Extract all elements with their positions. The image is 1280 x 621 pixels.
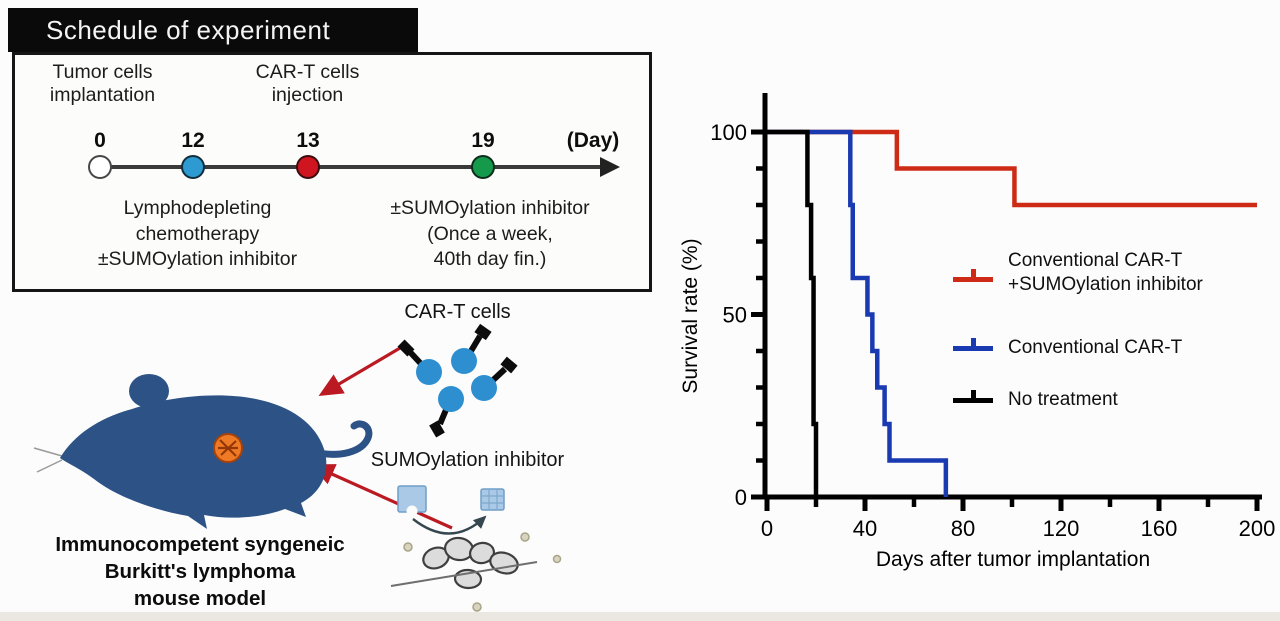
small-molecule-dots bbox=[403, 532, 562, 612]
y-axis-title: Survival rate (%) bbox=[679, 238, 702, 393]
enzyme-cluster-icon bbox=[422, 536, 519, 590]
chemo-note-line2: chemotherapy bbox=[135, 222, 260, 245]
legend-cart-sumo-line1: Conventional CAR-T bbox=[1008, 250, 1183, 271]
sumo-molecule-notch bbox=[406, 505, 418, 517]
timeline-dot-day19 bbox=[471, 155, 495, 179]
mouse-ear bbox=[129, 374, 169, 408]
whisker bbox=[33, 447, 63, 457]
timeline-dot-day0 bbox=[88, 155, 112, 179]
cart-injection-line1: CAR-T cells bbox=[255, 61, 360, 83]
cart-injection-label: CAR-T cells injection bbox=[225, 61, 390, 107]
cart-injection-line2: injection bbox=[271, 84, 344, 106]
timeline-day-0-label: 0 bbox=[94, 129, 106, 152]
legend-cart-sumo-line2: +SUMOylation inhibitor bbox=[1008, 274, 1203, 295]
arrow-cart-to-mouse-icon bbox=[318, 346, 401, 397]
legend-marker-nub bbox=[971, 269, 976, 278]
frame-artifact-strip bbox=[0, 612, 1280, 621]
sumo-note-line2: (Once a week, bbox=[427, 222, 553, 245]
tumor-implantation-label: Tumor cells implantation bbox=[20, 61, 185, 107]
sumo-conjugate-grid bbox=[481, 489, 504, 510]
chemo-note-line1: Lymphodepleting bbox=[123, 197, 272, 219]
membrane-line bbox=[390, 561, 538, 587]
x-axis-title: Days after tumor implantation bbox=[876, 548, 1150, 571]
legend-marker-nub bbox=[971, 390, 976, 399]
mouse-tail bbox=[310, 420, 373, 458]
sumo-conjugate-icon bbox=[480, 488, 505, 511]
cart-cell bbox=[438, 386, 464, 412]
x-tick-label: 40 bbox=[853, 516, 877, 541]
sumo-note-line1: ±SUMOylation inhibitor bbox=[390, 197, 590, 219]
y-tick-label: 50 bbox=[723, 303, 747, 328]
y-tick-label: 0 bbox=[735, 485, 747, 510]
schedule-panel bbox=[12, 52, 652, 292]
tumor-implantation-line2: implantation bbox=[49, 84, 156, 106]
x-tick-label: 80 bbox=[951, 516, 975, 541]
reaction-arrow-icon bbox=[412, 515, 487, 535]
tumor-segmentation bbox=[218, 439, 238, 457]
sumo-mechanism-icon bbox=[390, 485, 562, 612]
timeline-axis bbox=[100, 165, 605, 169]
mouse-model-caption: Immunocompetent syngeneic Burkitt's lymp… bbox=[15, 531, 385, 612]
timeline-arrowhead-icon bbox=[600, 157, 620, 177]
legend-marker-red bbox=[953, 277, 993, 282]
legend-marker-blue bbox=[953, 346, 993, 351]
timeline-day-axis-label: (Day) bbox=[566, 129, 620, 152]
timeline-dot-day12 bbox=[181, 155, 205, 179]
legend-marker-black bbox=[953, 398, 993, 403]
cart-cell bbox=[416, 359, 442, 385]
cart-cells-icon bbox=[397, 323, 518, 438]
survival-curve-1 bbox=[767, 129, 949, 497]
timeline-dot-day13 bbox=[296, 155, 320, 179]
survival-curve-0 bbox=[767, 129, 1257, 208]
chemo-note-line3: ±SUMOylation inhibitor bbox=[97, 248, 298, 270]
chemo-note: Lymphodepleting chemotherapy ±SUMOylatio… bbox=[70, 196, 325, 273]
legend-entry-cart: Conventional CAR-T bbox=[1008, 337, 1183, 358]
y-tick-label: 100 bbox=[710, 120, 747, 145]
sumo-note-line3: 40th day fin.) bbox=[433, 248, 547, 270]
arrow-inhibitor-to-mouse-icon bbox=[310, 464, 453, 530]
mouse-model-illustration bbox=[33, 323, 562, 612]
cart-cell bbox=[471, 375, 497, 401]
caption-line3: mouse model bbox=[133, 587, 267, 610]
cart-cells-label: CAR-T cells bbox=[404, 301, 511, 323]
x-tick-label: 160 bbox=[1141, 516, 1178, 541]
caption-line2: Burkitt's lymphoma bbox=[104, 560, 296, 583]
tumor-implantation-line1: Tumor cells bbox=[52, 61, 153, 83]
legend-marker-nub bbox=[971, 338, 976, 347]
timeline-day-12-label: 12 bbox=[181, 129, 205, 152]
x-tick-label: 120 bbox=[1043, 516, 1080, 541]
survival-curve-2 bbox=[767, 129, 819, 497]
x-tick-label: 0 bbox=[761, 516, 773, 541]
timeline-day-19-label: 19 bbox=[471, 129, 495, 152]
mouse-body bbox=[60, 395, 327, 529]
x-tick-label: 200 bbox=[1239, 516, 1276, 541]
whisker bbox=[36, 459, 63, 473]
caption-line1: Immunocompetent syngeneic bbox=[55, 533, 345, 556]
cart-receptor-tips bbox=[397, 323, 518, 438]
schedule-title: Schedule of experiment bbox=[8, 8, 418, 52]
timeline-day-13-label: 13 bbox=[296, 129, 320, 152]
mouse-icon bbox=[33, 374, 373, 529]
sumo-note: ±SUMOylation inhibitor (Once a week, 40t… bbox=[360, 196, 620, 273]
cart-cell bbox=[451, 348, 477, 374]
legend-entry-no-treatment: No treatment bbox=[1008, 389, 1118, 410]
legend-entry-cart-sumo: Conventional CAR-T +SUMOylation inhibito… bbox=[1008, 249, 1203, 297]
sumo-inhibitor-label: SUMOylation inhibitor bbox=[370, 449, 565, 471]
